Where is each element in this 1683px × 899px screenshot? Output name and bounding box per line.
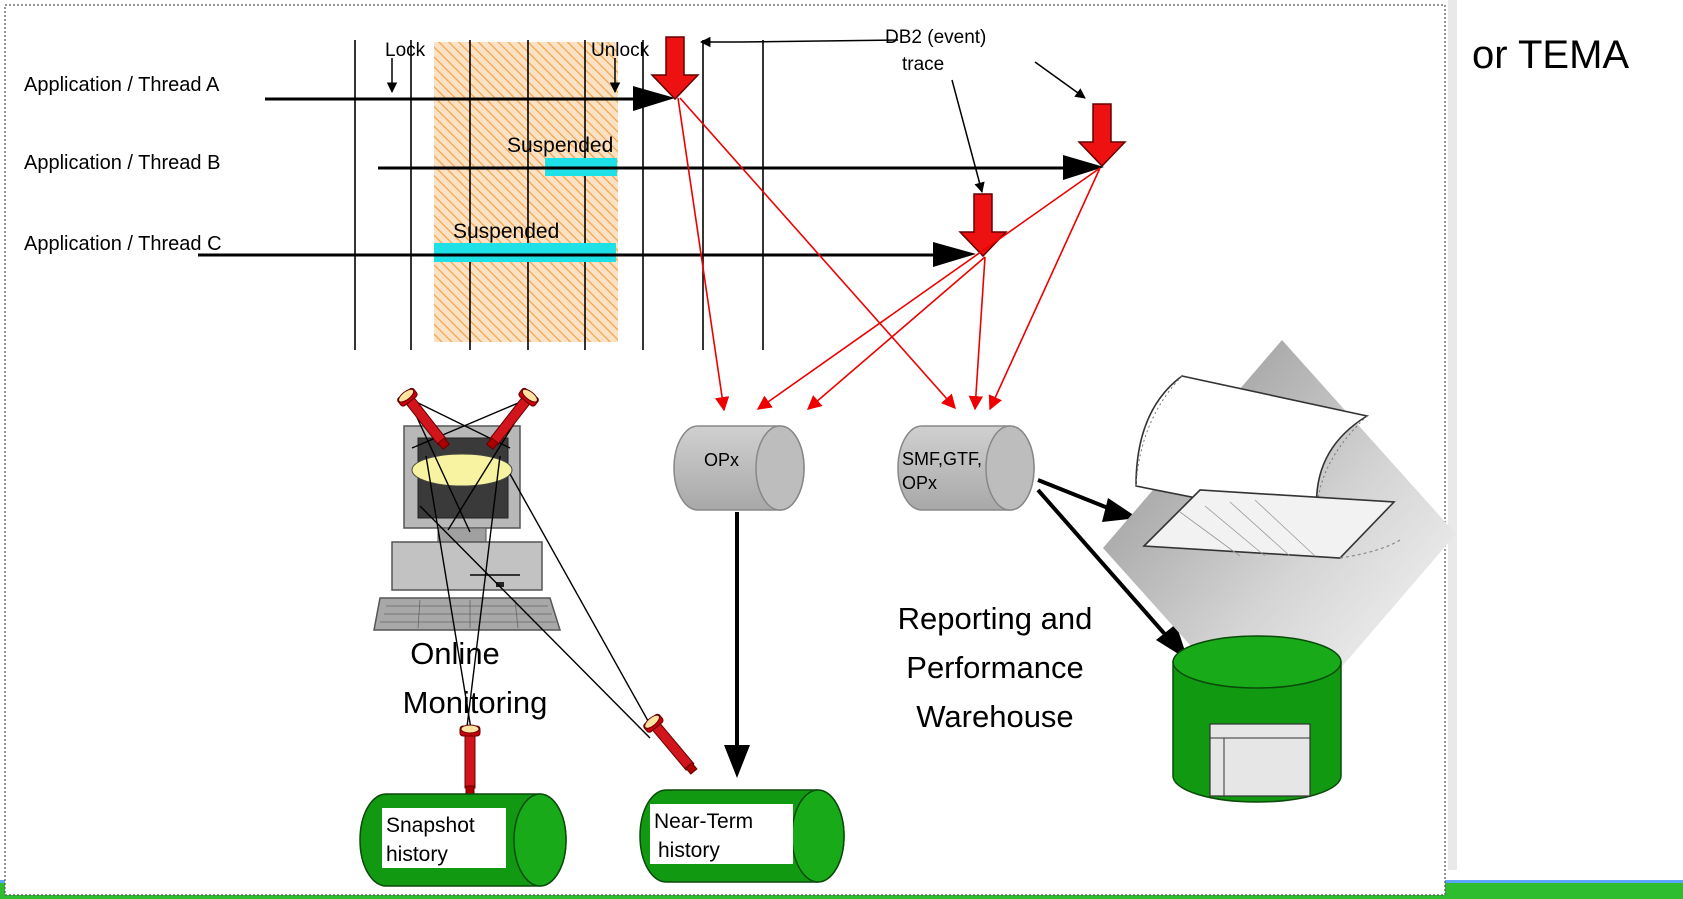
nearterm-history-store: Near-Term history <box>639 789 845 883</box>
opx-label: OPx <box>704 450 739 470</box>
trace-label-line1: DB2 (event) <box>885 27 986 48</box>
nearterm-label-line2: history <box>658 839 720 862</box>
thread-c-label: Application / Thread C <box>24 233 222 255</box>
unlock-label: Unlock <box>591 40 650 61</box>
opx-store: OPx <box>673 425 805 511</box>
reporting-caption-line1: Reporting and <box>898 601 1093 636</box>
trace-event-b <box>1077 103 1127 168</box>
thread-b: Application / Thread B <box>24 152 1104 180</box>
computer-icon <box>373 425 562 631</box>
background-tema-text: or TEMA <box>1472 33 1629 77</box>
smf-label-line2: OPx <box>902 473 937 493</box>
trace-flows <box>677 97 1101 412</box>
warehouse-window-icon <box>1209 723 1311 797</box>
nearterm-label-line1: Near-Term <box>654 810 753 833</box>
smf-label-line1: SMF,GTF, <box>902 449 982 469</box>
thread-b-arrowhead <box>1063 155 1104 180</box>
trace-label-line2: trace <box>902 54 944 75</box>
printout-icon <box>1103 340 1456 742</box>
smf-store: SMF,GTF, OPx <box>897 425 1035 511</box>
trace-events <box>650 36 1127 258</box>
online-caption-line2: Monitoring <box>403 685 548 720</box>
suspended-label-b: Suspended <box>507 134 613 157</box>
snapshot-label-line1: Snapshot <box>386 814 475 837</box>
snapshot-history-store: Snapshot history <box>359 793 567 887</box>
suspended-label-c: Suspended <box>453 220 559 243</box>
trace-event-a <box>650 36 700 101</box>
online-caption-line1: Online <box>410 636 500 671</box>
smf-to-report-arrow <box>1037 478 1119 514</box>
thread-a-label: Application / Thread A <box>24 74 220 96</box>
thread-b-label: Application / Thread B <box>24 152 220 174</box>
lock-wait-region <box>434 42 618 342</box>
trace-pointers <box>699 36 1086 194</box>
thread-a: Application / Thread A <box>24 74 675 111</box>
lock-label: Lock <box>385 40 426 61</box>
suspended-bar-c <box>434 243 616 262</box>
snapshot-label-line2: history <box>386 843 448 866</box>
thread-c: Application / Thread C <box>24 233 976 267</box>
thread-c-arrowhead <box>933 242 976 267</box>
monitoring-beams <box>407 397 653 739</box>
trace-event-c <box>958 193 1008 258</box>
slide-edge <box>1448 0 1457 870</box>
reporting-caption-line3: Warehouse <box>916 699 1073 734</box>
warehouse-store <box>1172 635 1342 803</box>
thread-a-arrowhead <box>633 86 675 111</box>
reporting-caption-line2: Performance <box>906 650 1083 685</box>
smf-to-warehouse-arrow <box>1036 488 1172 642</box>
